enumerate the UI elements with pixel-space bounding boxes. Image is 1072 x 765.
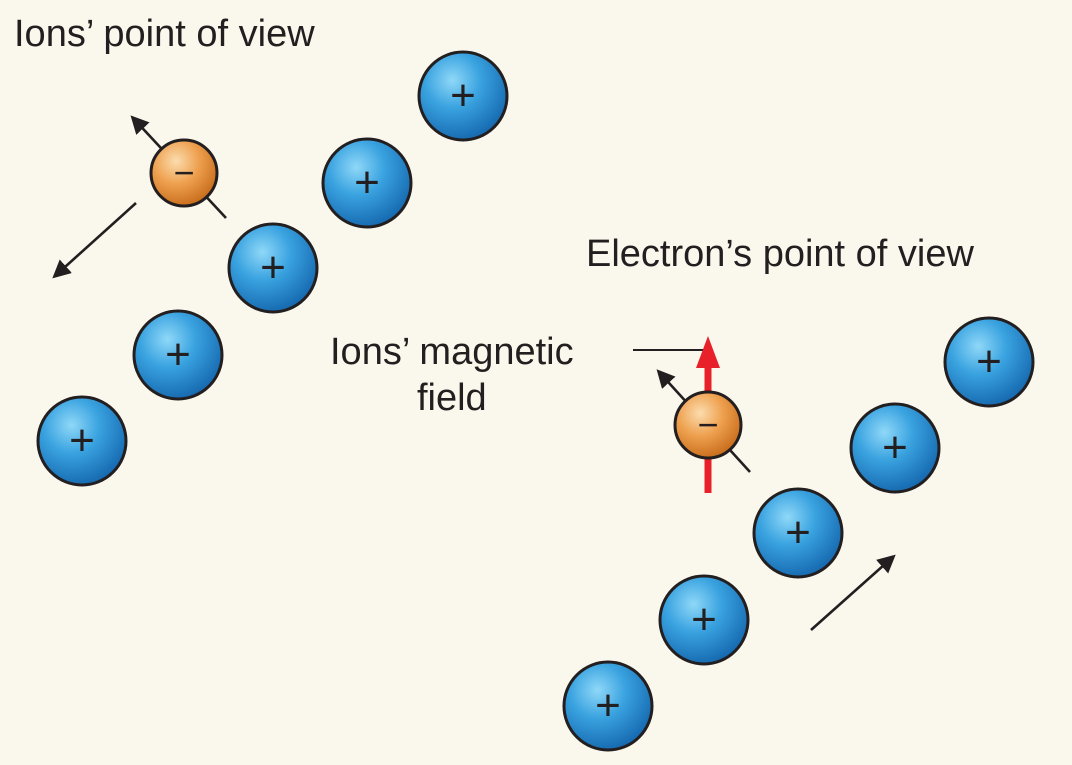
ion-left-2: + — [321, 137, 413, 229]
ion-left-1-sign: + — [450, 71, 476, 120]
ion-left-4: + — [132, 309, 224, 401]
electron-view-panel: + + + + + − — [562, 316, 1035, 752]
ion-right-3: + — [752, 487, 844, 579]
ion-right-5: + — [562, 660, 654, 752]
electron-motion-arrow-left — [52, 202, 137, 279]
ion-left-1: + — [417, 50, 509, 142]
ion-right-5-sign: + — [595, 681, 621, 730]
ions-view-panel: + + + + + − — [36, 50, 509, 487]
ions-motion-arrow — [810, 554, 896, 631]
magnetic-field-label-line1: Ions’ magnetic — [330, 331, 574, 373]
ion-left-2-sign: + — [354, 158, 380, 207]
ion-right-4: + — [658, 574, 750, 666]
ion-right-4-sign: + — [691, 595, 717, 644]
magnetic-field-arrowhead — [696, 336, 720, 368]
ion-right-1: + — [943, 316, 1035, 408]
ion-right-1-sign: + — [976, 337, 1002, 386]
electron-left-sign: − — [173, 152, 194, 193]
electron-right: − — [673, 390, 743, 460]
magnetic-field-label-line2: field — [416, 376, 487, 419]
electron-view-title: Electron’s point of view — [586, 233, 974, 275]
ion-right-3-sign: + — [785, 508, 811, 557]
electron-right-sign: − — [697, 404, 718, 445]
ion-right-2: + — [849, 402, 941, 494]
ions-view-title: Ions’ point of view — [14, 13, 315, 55]
ion-left-4-sign: + — [165, 330, 191, 379]
electron-left: − — [149, 138, 219, 208]
ion-left-3-sign: + — [260, 243, 286, 292]
ion-left-3: + — [227, 222, 319, 314]
ion-left-5-sign: + — [69, 416, 95, 465]
magnetic-field-label: Ions’ magnetic field — [330, 330, 574, 421]
ion-left-5: + — [36, 395, 128, 487]
ion-right-2-sign: + — [882, 423, 908, 472]
